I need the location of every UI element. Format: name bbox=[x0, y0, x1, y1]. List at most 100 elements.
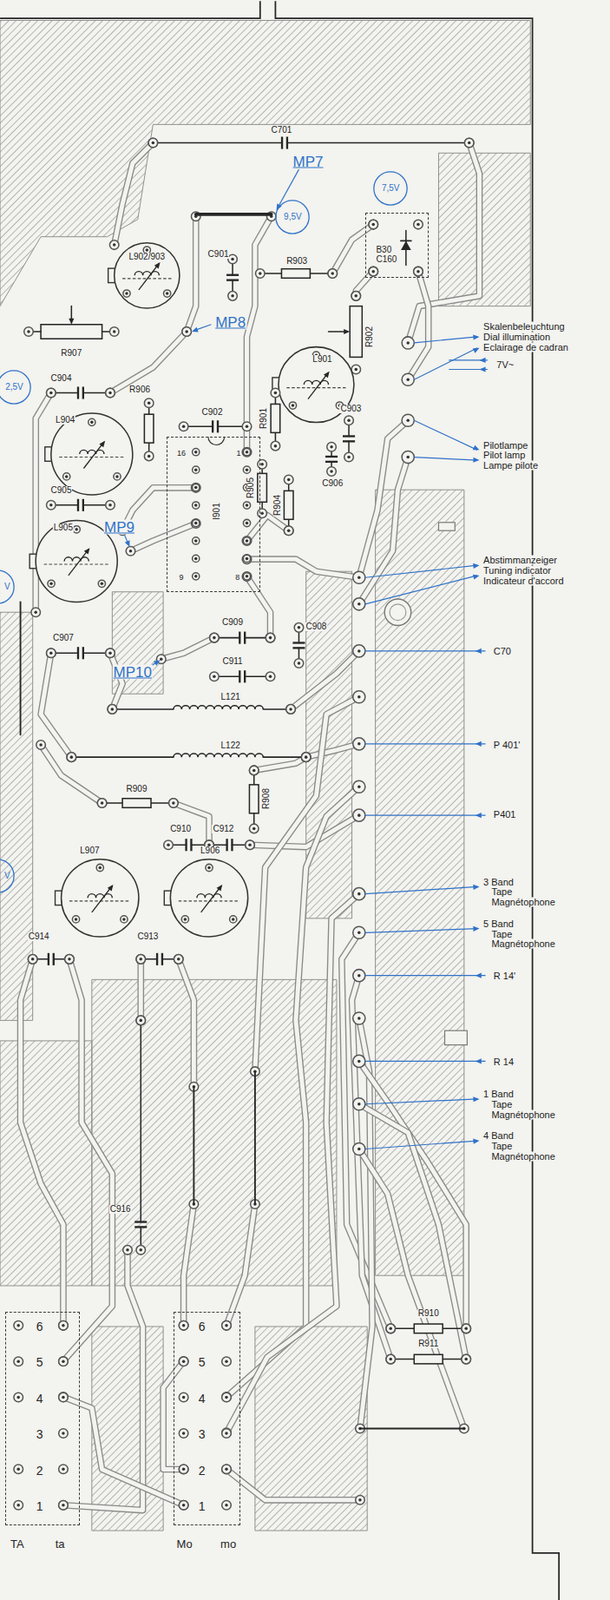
pad-hole bbox=[67, 957, 72, 961]
trace-fill bbox=[247, 216, 272, 453]
solder-pad bbox=[107, 704, 118, 715]
callout-leader bbox=[365, 575, 478, 604]
arrow-head bbox=[475, 812, 482, 818]
solder-pad bbox=[65, 954, 75, 965]
solder-pad bbox=[144, 451, 154, 461]
pad-hole bbox=[406, 377, 410, 381]
pad-hole bbox=[124, 291, 129, 296]
arrow-head bbox=[472, 457, 479, 463]
trace-fill bbox=[254, 756, 307, 770]
callout-circle bbox=[0, 858, 14, 892]
pad-hole bbox=[182, 1358, 186, 1363]
solder-pad bbox=[229, 915, 237, 923]
solder-pad bbox=[294, 658, 304, 669]
ground-pour bbox=[91, 1325, 164, 1530]
solder-pad bbox=[265, 632, 276, 643]
solder-pad bbox=[270, 387, 281, 398]
arrow-head bbox=[154, 262, 161, 269]
solder-pad bbox=[46, 648, 57, 658]
resistor-symbol bbox=[257, 472, 268, 502]
pad-hole bbox=[252, 826, 256, 831]
voltage-callout: 2,5V bbox=[0, 369, 32, 405]
pad-hole bbox=[182, 1323, 186, 1327]
pad-hole bbox=[16, 1323, 20, 1327]
lead-wire bbox=[192, 1086, 195, 1204]
pad-hole bbox=[371, 223, 375, 227]
solder-pad bbox=[136, 1245, 146, 1255]
coil-can bbox=[170, 859, 248, 937]
pad-hole bbox=[231, 917, 236, 921]
solder-pad bbox=[222, 1356, 232, 1366]
lead-wire bbox=[71, 306, 73, 319]
connection-note: Eclairage de cadran bbox=[482, 341, 570, 352]
solder-pad bbox=[59, 1391, 69, 1402]
connection-note: Dial illumination bbox=[482, 331, 551, 342]
solder-pad bbox=[401, 413, 414, 427]
pad-hole bbox=[139, 957, 144, 961]
pad-hole bbox=[61, 1323, 66, 1327]
pad-hole bbox=[16, 1358, 20, 1363]
ground-pour bbox=[111, 591, 164, 695]
solder-pad bbox=[353, 690, 366, 703]
capacitor-plate bbox=[82, 498, 85, 512]
capacitor-plate bbox=[243, 631, 246, 644]
trace-edge bbox=[226, 1203, 256, 1325]
trace-fill bbox=[247, 558, 360, 578]
solder-pad bbox=[242, 448, 250, 456]
solder-pad bbox=[178, 1499, 189, 1509]
connection-note: C70 bbox=[492, 646, 512, 656]
part-name: I901 bbox=[212, 502, 222, 519]
inductor-winding bbox=[173, 705, 263, 709]
pad-hole bbox=[177, 957, 181, 961]
solder-pad bbox=[136, 954, 146, 965]
pad-hole bbox=[171, 800, 176, 805]
capacitor-plate bbox=[211, 419, 214, 433]
solder-pad bbox=[327, 466, 337, 477]
arrow-head bbox=[98, 440, 105, 447]
capacitor-plate bbox=[226, 274, 239, 276]
solder-pad bbox=[242, 571, 252, 582]
pad-hole bbox=[70, 754, 74, 759]
lead-wire bbox=[254, 1070, 256, 1204]
pad-hole bbox=[171, 800, 176, 805]
trace-fill bbox=[359, 1147, 465, 1428]
pad-hole bbox=[112, 329, 117, 334]
pad-hole bbox=[406, 455, 410, 460]
solder-pad bbox=[242, 554, 252, 565]
trace-fill bbox=[110, 652, 123, 709]
pad-hole bbox=[108, 650, 112, 655]
capacitor-plate bbox=[325, 460, 338, 463]
solder-pad bbox=[228, 291, 238, 302]
solder-pad bbox=[413, 219, 424, 230]
trace-fill bbox=[40, 652, 72, 757]
trace-edge bbox=[359, 419, 408, 578]
trace-edge bbox=[161, 637, 215, 660]
solder-pad bbox=[464, 137, 474, 148]
pin-number: 4 bbox=[198, 1391, 206, 1404]
arrow-head bbox=[472, 563, 479, 569]
pad-hole bbox=[268, 675, 273, 679]
voltage-value: 9,5V bbox=[283, 212, 302, 222]
arrow-head bbox=[68, 318, 74, 325]
callout-leader bbox=[413, 336, 478, 343]
trace-fill bbox=[247, 515, 289, 541]
pad-hole bbox=[182, 1502, 186, 1507]
callout-circle bbox=[0, 369, 32, 403]
pad-hole bbox=[108, 391, 112, 395]
pad-hole bbox=[245, 450, 250, 454]
capacitor-plate bbox=[281, 137, 283, 150]
resistor-symbol bbox=[144, 413, 154, 443]
pad-hole bbox=[406, 418, 410, 422]
trace-fill bbox=[359, 419, 408, 578]
solder-pad bbox=[123, 289, 131, 297]
connection-note: P 401' bbox=[492, 740, 522, 750]
pad-hole bbox=[224, 1467, 229, 1471]
part-label: R905 bbox=[246, 476, 256, 499]
part-label: L907 bbox=[78, 846, 100, 855]
pad-hole bbox=[74, 527, 79, 532]
pad-hole bbox=[357, 1147, 361, 1151]
solder-pad bbox=[301, 752, 311, 762]
trace-edge bbox=[407, 143, 479, 343]
connection-note: R 14' bbox=[492, 970, 517, 980]
